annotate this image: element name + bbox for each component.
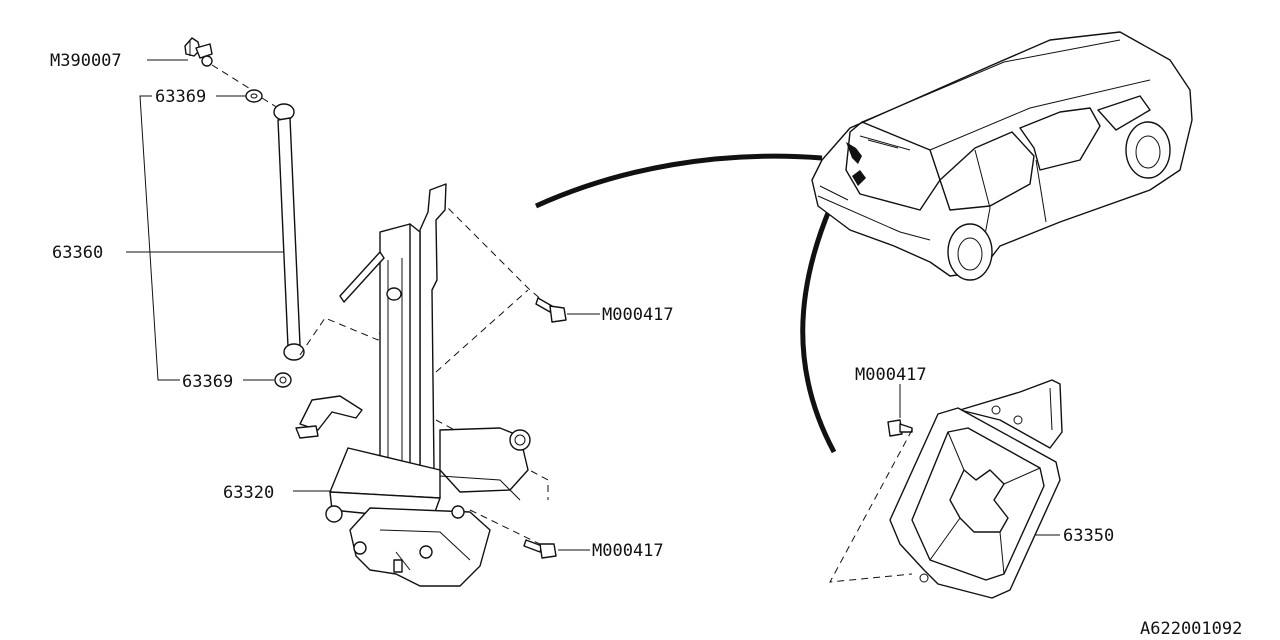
label-63369-top: 63369 xyxy=(155,87,206,107)
bolt-m000417-upper xyxy=(535,297,567,323)
label-m000417-right: M000417 xyxy=(855,365,927,385)
label-m000417-lower: M000417 xyxy=(592,541,664,561)
label-m000417-upper: M000417 xyxy=(602,305,674,325)
clip-m390007 xyxy=(184,37,213,67)
diagram-code: A622001092 xyxy=(1140,619,1242,639)
actuator-assembly-63320 xyxy=(295,183,531,587)
control-module-63350 xyxy=(889,379,1063,599)
label-m390007: M390007 xyxy=(50,51,122,71)
label-63369-bottom: 63369 xyxy=(182,372,233,392)
bolt-m000417-lower xyxy=(523,539,557,559)
label-63360: 63360 xyxy=(52,243,103,263)
label-63350: 63350 xyxy=(1063,526,1114,546)
vehicle-illustration xyxy=(811,31,1193,281)
bolt-m000417-right xyxy=(887,419,913,437)
location-arrows xyxy=(534,153,837,454)
grommet-63369-bottom xyxy=(274,372,292,388)
leader-lines xyxy=(126,59,1060,551)
label-63320: 63320 xyxy=(223,483,274,503)
grommet-63369-top xyxy=(245,89,263,103)
stay-rod-63360 xyxy=(273,103,305,361)
